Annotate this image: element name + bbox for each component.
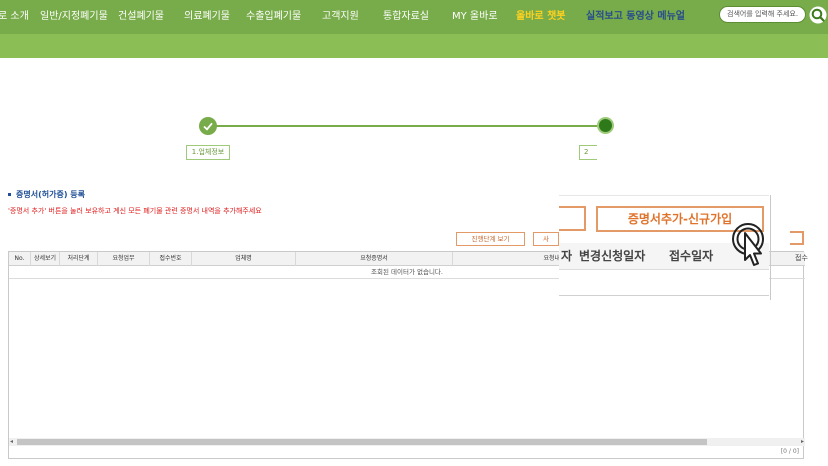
top-navigation: 로 소개 일반/지정폐기물 건설폐기물 의료폐기물 수출입폐기물 고객지원 통합… (0, 0, 828, 34)
edge-col-receipt: 접수 (795, 254, 808, 262)
zoom-overlay: 증명서추가-신규가입 자 변경신청일자 접수일자 (559, 195, 769, 300)
zoom-col-receipt-date: 접수일자 (669, 249, 714, 263)
col-company-name: 업체명 (192, 252, 296, 266)
zoom-divider (559, 295, 769, 296)
col-process-stage: 처리단계 (60, 252, 98, 266)
search-icon[interactable] (809, 6, 827, 24)
zoom-table-header: 자 변경신청일자 접수일자 (559, 243, 769, 270)
col-request-content: 요청내 (453, 252, 563, 266)
nav-item-chatbot[interactable]: 올바로 챗봇 (516, 11, 566, 22)
secondary-button[interactable]: 사 (533, 232, 559, 246)
edge-divider (770, 195, 771, 300)
search-input[interactable]: 검색어를 입력해 주세요. (719, 6, 806, 23)
zoom-col-partial: 자 (561, 249, 573, 263)
sub-navigation-bar (0, 34, 828, 58)
col-receipt-number: 접수번호 (150, 252, 192, 266)
bullet-icon (8, 193, 11, 196)
stepper-step2-dot (597, 117, 614, 134)
pager-count: [0 / 0] (780, 448, 799, 455)
nav-item-medical-waste[interactable]: 의료폐기물 (184, 11, 230, 22)
zoom-col-change-date: 변경신청일자 (579, 249, 646, 263)
nav-item-about[interactable]: 로 소개 (0, 11, 29, 22)
hand-pointer-icon (732, 223, 764, 266)
nav-item-construction-waste[interactable]: 건설폐기물 (118, 11, 164, 22)
stepper-step1-dot (199, 117, 217, 135)
section-title: 증명서(허가증) 등록 (8, 189, 85, 200)
nav-item-general-waste[interactable]: 일반/지정폐기물 (40, 11, 108, 22)
col-request-certificate: 요청증명서 (296, 252, 453, 266)
horizontal-scrollbar[interactable]: ◂ ▸ (9, 438, 805, 446)
zoom-partial-button[interactable] (559, 206, 586, 231)
scroll-right-icon[interactable]: ▸ (800, 438, 804, 445)
stepper-step2-label: 2 (579, 145, 597, 160)
scrollbar-thumb[interactable] (17, 439, 707, 445)
nav-item-import-export-waste[interactable]: 수출입폐기물 (246, 11, 302, 22)
scroll-left-icon[interactable]: ◂ (10, 438, 14, 445)
notice-text: '증명서 추가' 버튼을 눌러 보유하고 계신 모든 폐기물 관련 증명서 내역… (8, 207, 262, 215)
col-detail: 상세보기 (31, 252, 60, 266)
zoom-overlay-edge: 접수 (770, 195, 828, 300)
col-no: No. (9, 252, 31, 266)
nav-item-customer-support[interactable]: 고객지원 (322, 11, 359, 22)
nav-item-archive[interactable]: 통합자료실 (383, 11, 429, 22)
section-title-text: 증명서(허가증) 등록 (16, 190, 85, 199)
stepper-step1-label: 1.업체정보 (186, 145, 230, 160)
nav-item-video-manual[interactable]: 실적보고 동영상 메뉴얼 (586, 11, 685, 22)
edge-partial-button[interactable] (790, 231, 804, 245)
table-empty-message: 조회된 데이터가 없습니다. (9, 266, 805, 279)
progress-view-button[interactable]: 진행단계 보기 (456, 232, 525, 246)
add-certificate-button[interactable]: 증명서추가-신규가입 (596, 206, 764, 232)
col-request-task: 요청업무 (98, 252, 150, 266)
check-icon (203, 122, 213, 131)
nav-item-my-allbaro[interactable]: MY 올바로 (452, 11, 498, 22)
stepper-line (208, 125, 606, 127)
